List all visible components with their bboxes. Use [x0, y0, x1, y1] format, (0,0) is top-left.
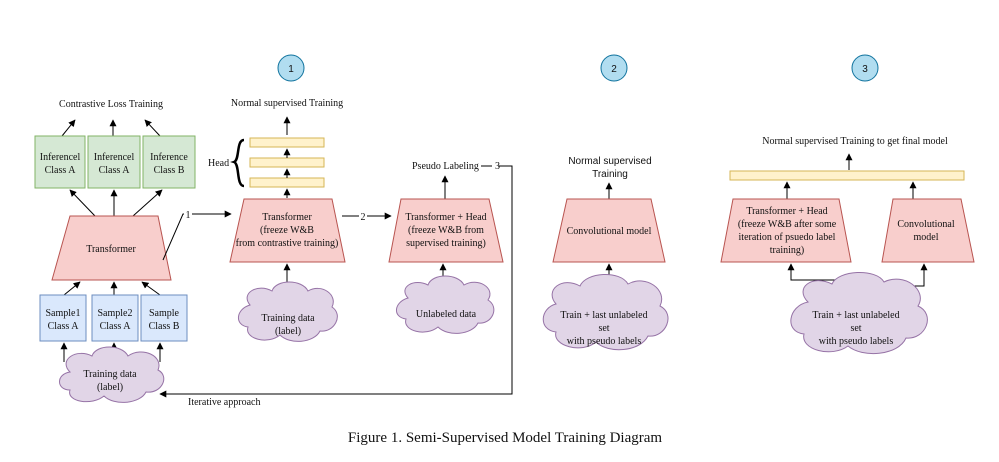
step-circle-3: 3	[851, 54, 879, 82]
svg-text:Train + last unlabeled: Train + last unlabeled	[812, 310, 899, 321]
head-brace	[230, 138, 245, 188]
svg-text:Inference: Inference	[150, 152, 188, 163]
sample-box-3: Sample Class B	[140, 294, 188, 342]
svg-text:(label): (label)	[97, 382, 123, 393]
svg-text:training): training)	[770, 245, 804, 256]
edge-label-2: 2	[361, 212, 366, 223]
normal-supervised-label: Normal supervised Training	[231, 98, 343, 109]
pseudo-labeling-step: 3	[495, 161, 500, 172]
svg-text:Class A: Class A	[99, 165, 131, 176]
svg-text:Class A: Class A	[48, 321, 80, 332]
svg-text:Unlabeled data: Unlabeled data	[416, 309, 477, 320]
sample-box-1: Sample1 Class A	[39, 294, 87, 342]
svg-text:with pseudo labels: with pseudo labels	[567, 336, 642, 347]
svg-text:Class B: Class B	[154, 165, 185, 176]
transformer-head-stage2: Transformer + Head (freeze W&B from supe…	[388, 198, 504, 263]
svg-text:3: 3	[862, 64, 868, 75]
svg-text:Class B: Class B	[149, 321, 180, 332]
svg-text:from contrastive training): from contrastive training)	[236, 238, 339, 249]
training-data-cloud-stage1: Training data (label)	[238, 281, 338, 342]
svg-text:(freeze W&B from: (freeze W&B from	[408, 225, 484, 236]
convolutional-model-stage4: Convolutional model	[881, 198, 975, 263]
sample-box-2: Sample2 Class A	[91, 294, 139, 342]
svg-text:2: 2	[611, 64, 617, 75]
unlabeled-data-cloud: Unlabeled data	[396, 275, 495, 334]
svg-text:Inferencel: Inferencel	[40, 152, 81, 163]
svg-text:(freeze W&B: (freeze W&B	[260, 225, 314, 236]
svg-text:Train + last unlabeled: Train + last unlabeled	[560, 310, 647, 321]
svg-text:with pseudo labels: with pseudo labels	[819, 336, 894, 347]
svg-text:Sample2: Sample2	[98, 308, 133, 319]
transformer-stage1: Transformer (freeze W&B from contrastive…	[229, 198, 346, 263]
svg-text:Training data: Training data	[261, 313, 315, 324]
iterative-approach-label: Iterative approach	[188, 397, 260, 408]
svg-text:Training data: Training data	[83, 369, 137, 380]
svg-text:(freeze W&B after some: (freeze W&B after some	[738, 219, 837, 230]
stage3-top-label-line2: Training	[592, 169, 628, 180]
svg-text:Class A: Class A	[100, 321, 132, 332]
svg-text:Sample1: Sample1	[46, 308, 81, 319]
pseudo-data-cloud-stage4: Train + last unlabeled set with pseudo l…	[790, 271, 928, 355]
svg-text:Transformer + Head: Transformer + Head	[746, 206, 827, 217]
convolutional-model-stage3: Convolutional model	[552, 198, 666, 263]
training-data-cloud-stage0: Training data (label)	[59, 346, 165, 403]
inference-box-2: Inferencel Class A	[87, 135, 141, 189]
step-circle-1: 1	[277, 54, 305, 82]
inference-box-3: Inference Class B	[142, 135, 196, 189]
svg-text:Convolutional: Convolutional	[897, 219, 954, 230]
stage3-top-label-line1: Normal supervised	[568, 156, 651, 167]
step-circle-2: 2	[600, 54, 628, 82]
figure-caption: Figure 1. Semi-Supervised Model Training…	[348, 430, 662, 446]
svg-text:model: model	[914, 232, 939, 243]
head-label: Head	[208, 158, 229, 169]
svg-text:(label): (label)	[275, 326, 301, 337]
svg-text:Transformer: Transformer	[86, 244, 136, 255]
svg-text:Sample: Sample	[149, 308, 180, 319]
svg-text:Transformer: Transformer	[262, 212, 312, 223]
svg-text:Inferencel: Inferencel	[94, 152, 135, 163]
edge-label-1: 1	[186, 210, 191, 221]
transformer-head-stage4: Transformer + Head (freeze W&B after som…	[720, 198, 852, 263]
svg-text:supervised training): supervised training)	[406, 238, 486, 249]
head-layers	[249, 137, 325, 188]
svg-text:Transformer + Head: Transformer + Head	[405, 212, 486, 223]
svg-text:set: set	[850, 323, 861, 334]
final-head-layer	[729, 170, 965, 181]
svg-text:iteration of psuedo label: iteration of psuedo label	[739, 232, 836, 243]
contrastive-loss-label: Contrastive Loss Training	[59, 99, 163, 110]
svg-text:Class A: Class A	[45, 165, 77, 176]
pseudo-labeling-label: Pseudo Labeling	[412, 161, 479, 172]
svg-text:1: 1	[288, 64, 294, 75]
inference-box-1: Inferencel Class A	[34, 135, 86, 189]
svg-text:Convolutional model: Convolutional model	[567, 226, 652, 237]
final-model-label: Normal supervised Training to get final …	[762, 136, 948, 147]
transformer-stage0: Transformer	[51, 215, 172, 281]
pseudo-data-cloud-stage3: Train + last unlabeled set with pseudo l…	[542, 273, 669, 351]
svg-text:set: set	[598, 323, 609, 334]
